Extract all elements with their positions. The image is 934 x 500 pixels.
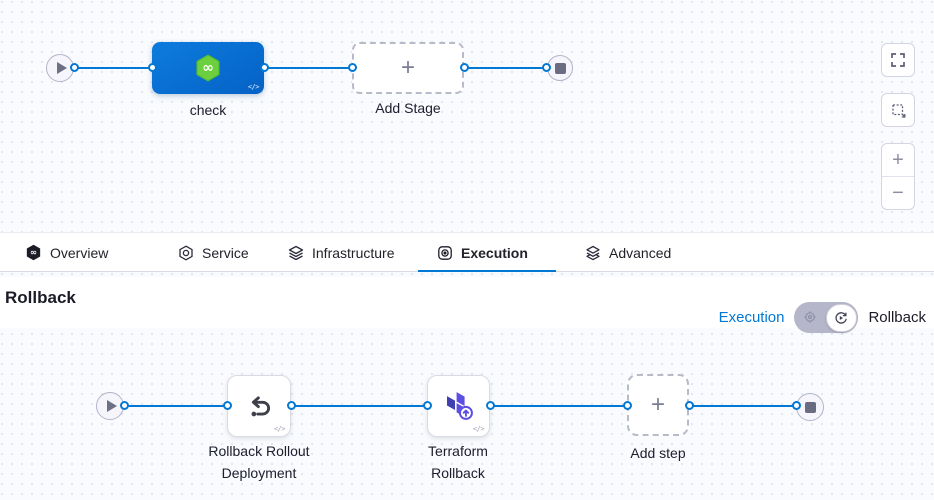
connector-port: [119, 401, 129, 410]
connector-port: [348, 63, 357, 72]
edge: [490, 405, 627, 407]
tab-label: Service: [202, 244, 249, 261]
pipeline-start-node[interactable]: [46, 54, 74, 82]
zoom-out-button[interactable]: −: [892, 181, 904, 204]
stop-icon: [554, 62, 566, 74]
rollback-header-band: [0, 277, 934, 328]
terraform-icon: [446, 392, 473, 420]
connector-port: [485, 401, 495, 410]
execution-rollback-switch: Execution Rollback: [719, 302, 926, 333]
tab-label: Advanced: [609, 244, 672, 261]
code-icon: </>: [472, 425, 485, 433]
tab-overview[interactable]: ∞ Overview: [25, 233, 108, 272]
connector-port: [70, 63, 79, 72]
stage-canvas[interactable]: ∞ </> check + Add Stage: [0, 0, 934, 232]
execution-icon: [438, 245, 452, 260]
step-node-terraform-rollback[interactable]: </>: [427, 375, 490, 437]
service-icon: [179, 244, 193, 261]
play-icon: [56, 62, 67, 74]
edge: [689, 405, 796, 407]
execution-gear-icon: [804, 311, 817, 323]
connector-port: [622, 401, 632, 410]
step-name-label: Rollback Rollout Deployment: [208, 443, 310, 481]
connector-port: [460, 63, 469, 72]
tab-infrastructure[interactable]: Infrastructure: [288, 233, 394, 272]
undo-icon: [251, 396, 271, 417]
plus-icon: +: [400, 54, 415, 81]
tab-label: Overview: [50, 244, 109, 261]
execution-mode-link[interactable]: Execution: [718, 309, 785, 326]
add-step-label: Add step: [630, 445, 686, 461]
tab-label: Execution: [461, 244, 528, 261]
step-node-rollback-rollout-deployment[interactable]: </>: [227, 375, 291, 437]
harness-ci-icon: ∞: [196, 54, 220, 82]
step-name-label: Terraform Rollback: [428, 443, 488, 481]
section-title: Rollback: [5, 288, 76, 307]
connector-port: [422, 401, 432, 410]
zoom-controls: + −: [881, 143, 915, 210]
edge: [124, 405, 227, 407]
stop-icon: [804, 401, 816, 413]
marquee-select-icon: [891, 103, 905, 118]
code-icon: </>: [247, 83, 260, 91]
connector-port: [260, 63, 269, 72]
zoom-in-button[interactable]: +: [882, 144, 914, 177]
fullscreen-icon: [891, 53, 905, 67]
rollback-canvas[interactable]: Rollback Execution Rollback: [0, 272, 934, 500]
connector-port: [791, 401, 801, 410]
multi-select-button[interactable]: [881, 93, 915, 127]
stage-tabbar: ∞ Overview Service Infrastructure: [0, 232, 934, 273]
plus-icon: +: [650, 391, 665, 418]
svg-text:∞: ∞: [202, 60, 214, 76]
mode-toggle[interactable]: [794, 302, 859, 333]
toggle-thumb: [825, 303, 857, 332]
rollback-circular-arrow-icon: [835, 311, 848, 324]
connector-port: [542, 63, 551, 72]
active-tab-underline: [418, 270, 556, 273]
edge: [264, 67, 352, 69]
advanced-icon: [586, 245, 600, 260]
fullscreen-button[interactable]: [881, 43, 915, 77]
edge: [464, 67, 547, 69]
tab-execution[interactable]: Execution: [437, 233, 528, 272]
pipeline-end-node[interactable]: [547, 55, 573, 81]
edge: [291, 405, 427, 407]
harness-logo-icon: ∞: [26, 244, 41, 261]
svg-text:∞: ∞: [30, 248, 37, 258]
add-stage-label: Add Stage: [375, 100, 441, 116]
connector-port: [222, 401, 232, 410]
connector-port: [684, 401, 694, 410]
tab-label: Infrastructure: [312, 244, 395, 261]
stage-node-check[interactable]: ∞ </>: [152, 42, 264, 94]
tab-service[interactable]: Service: [178, 233, 249, 272]
infrastructure-icon: [288, 245, 304, 260]
play-icon: [106, 400, 117, 412]
connector-port: [148, 63, 157, 72]
rollback-mode-label: Rollback: [868, 309, 926, 326]
code-icon: </>: [273, 425, 286, 433]
edge: [74, 67, 152, 69]
add-stage-button[interactable]: +: [352, 42, 464, 94]
stage-name-label: check: [189, 102, 227, 118]
connector-port: [286, 401, 296, 410]
tab-advanced[interactable]: Advanced: [585, 233, 671, 272]
add-step-button[interactable]: +: [627, 374, 689, 436]
